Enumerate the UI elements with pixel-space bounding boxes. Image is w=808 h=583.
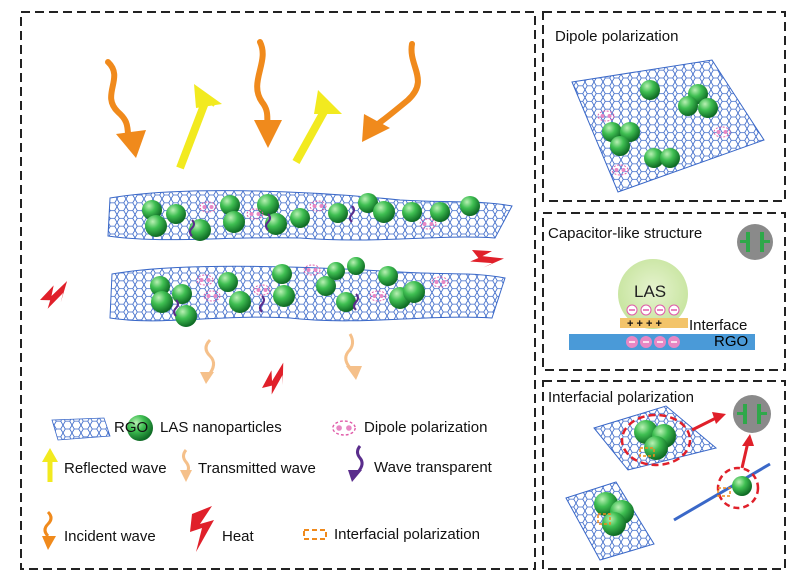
interfacial-panel — [542, 380, 786, 570]
lower-las-particles — [150, 257, 425, 327]
interfacial-arrow-up — [740, 441, 750, 469]
legend-heat-label: Heat — [222, 528, 254, 545]
interfacial-arrow-right — [691, 416, 717, 432]
legend-incident-icon — [42, 510, 56, 550]
negative-charges — [626, 304, 680, 316]
interface-layer — [620, 318, 688, 328]
interfacial-highlight-top — [620, 413, 692, 467]
interfacial-particle-right — [732, 476, 752, 496]
capacitor-panel — [542, 212, 786, 371]
las-label: LAS — [634, 282, 667, 301]
legend-reflected-label: Reflected wave — [64, 460, 167, 477]
legend-heat-icon — [190, 506, 214, 552]
legend-transparent-label: Wave transparent — [374, 459, 492, 476]
capacitor-icon-interfacial — [733, 395, 771, 433]
legend-interfacial-icon — [303, 529, 327, 540]
legend-rgo-icon — [51, 417, 111, 441]
transmitted-waves — [204, 333, 355, 377]
dipole-panel-particles — [602, 80, 718, 168]
interfacial-line-right — [673, 462, 771, 522]
dipole-panel-title: Dipole polarization — [555, 28, 679, 45]
interfacial-arrowhead-up — [742, 434, 754, 446]
transparent-wave-marks — [173, 205, 359, 317]
incident-waves — [105, 39, 421, 141]
interfacial-cluster-left — [594, 492, 634, 536]
legend-reflected-icon — [42, 448, 58, 482]
incident-arrowheads — [116, 114, 390, 158]
capacitor-icon-top — [737, 224, 773, 260]
interface-label: Interface — [689, 317, 748, 334]
rgo-charges — [626, 336, 680, 348]
interfacial-cluster-top — [634, 420, 676, 460]
legend-incident-label: Incident wave — [64, 528, 156, 545]
legend-rgo-label: RGO — [114, 419, 149, 436]
interfacial-arrowhead-right — [712, 412, 726, 424]
main-panel — [20, 11, 536, 570]
capacitor-panel-title: Capacitor-like structure — [548, 225, 703, 242]
legend-transparent-icon — [348, 445, 364, 482]
legend-transmitted-icon — [180, 449, 192, 482]
reflected-waves — [176, 84, 342, 170]
dipole-panel — [542, 11, 786, 202]
interfacial-panel-title: Interfacial polarization — [548, 389, 694, 406]
positive-charges: + + + + — [627, 318, 662, 330]
legend-transmitted-label: Transmitted wave — [198, 460, 316, 477]
legend-interfacial-label: Interfacial polarization — [334, 526, 480, 543]
dipole-panel-sheet — [571, 59, 765, 193]
legend-las-label: LAS nanoparticles — [160, 419, 282, 436]
rgo-label: RGO — [714, 333, 749, 350]
legend-dipole-label: Dipole polarization — [364, 419, 488, 436]
legend-dipole-icon — [332, 420, 356, 436]
interfacial-marker-right — [717, 487, 731, 497]
transmitted-arrowheads — [200, 366, 362, 384]
upper-las-particles — [142, 193, 480, 241]
legend-las-icon — [127, 415, 153, 441]
